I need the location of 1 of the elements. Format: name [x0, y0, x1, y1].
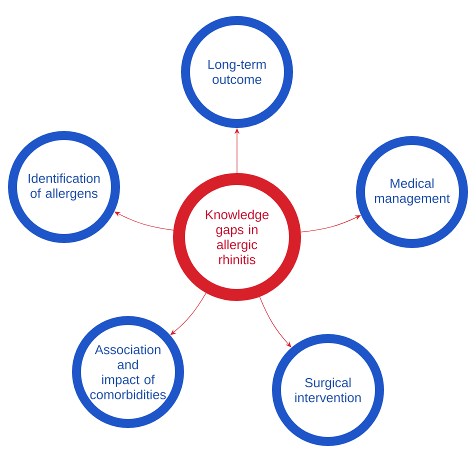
arrow: [300, 215, 361, 232]
